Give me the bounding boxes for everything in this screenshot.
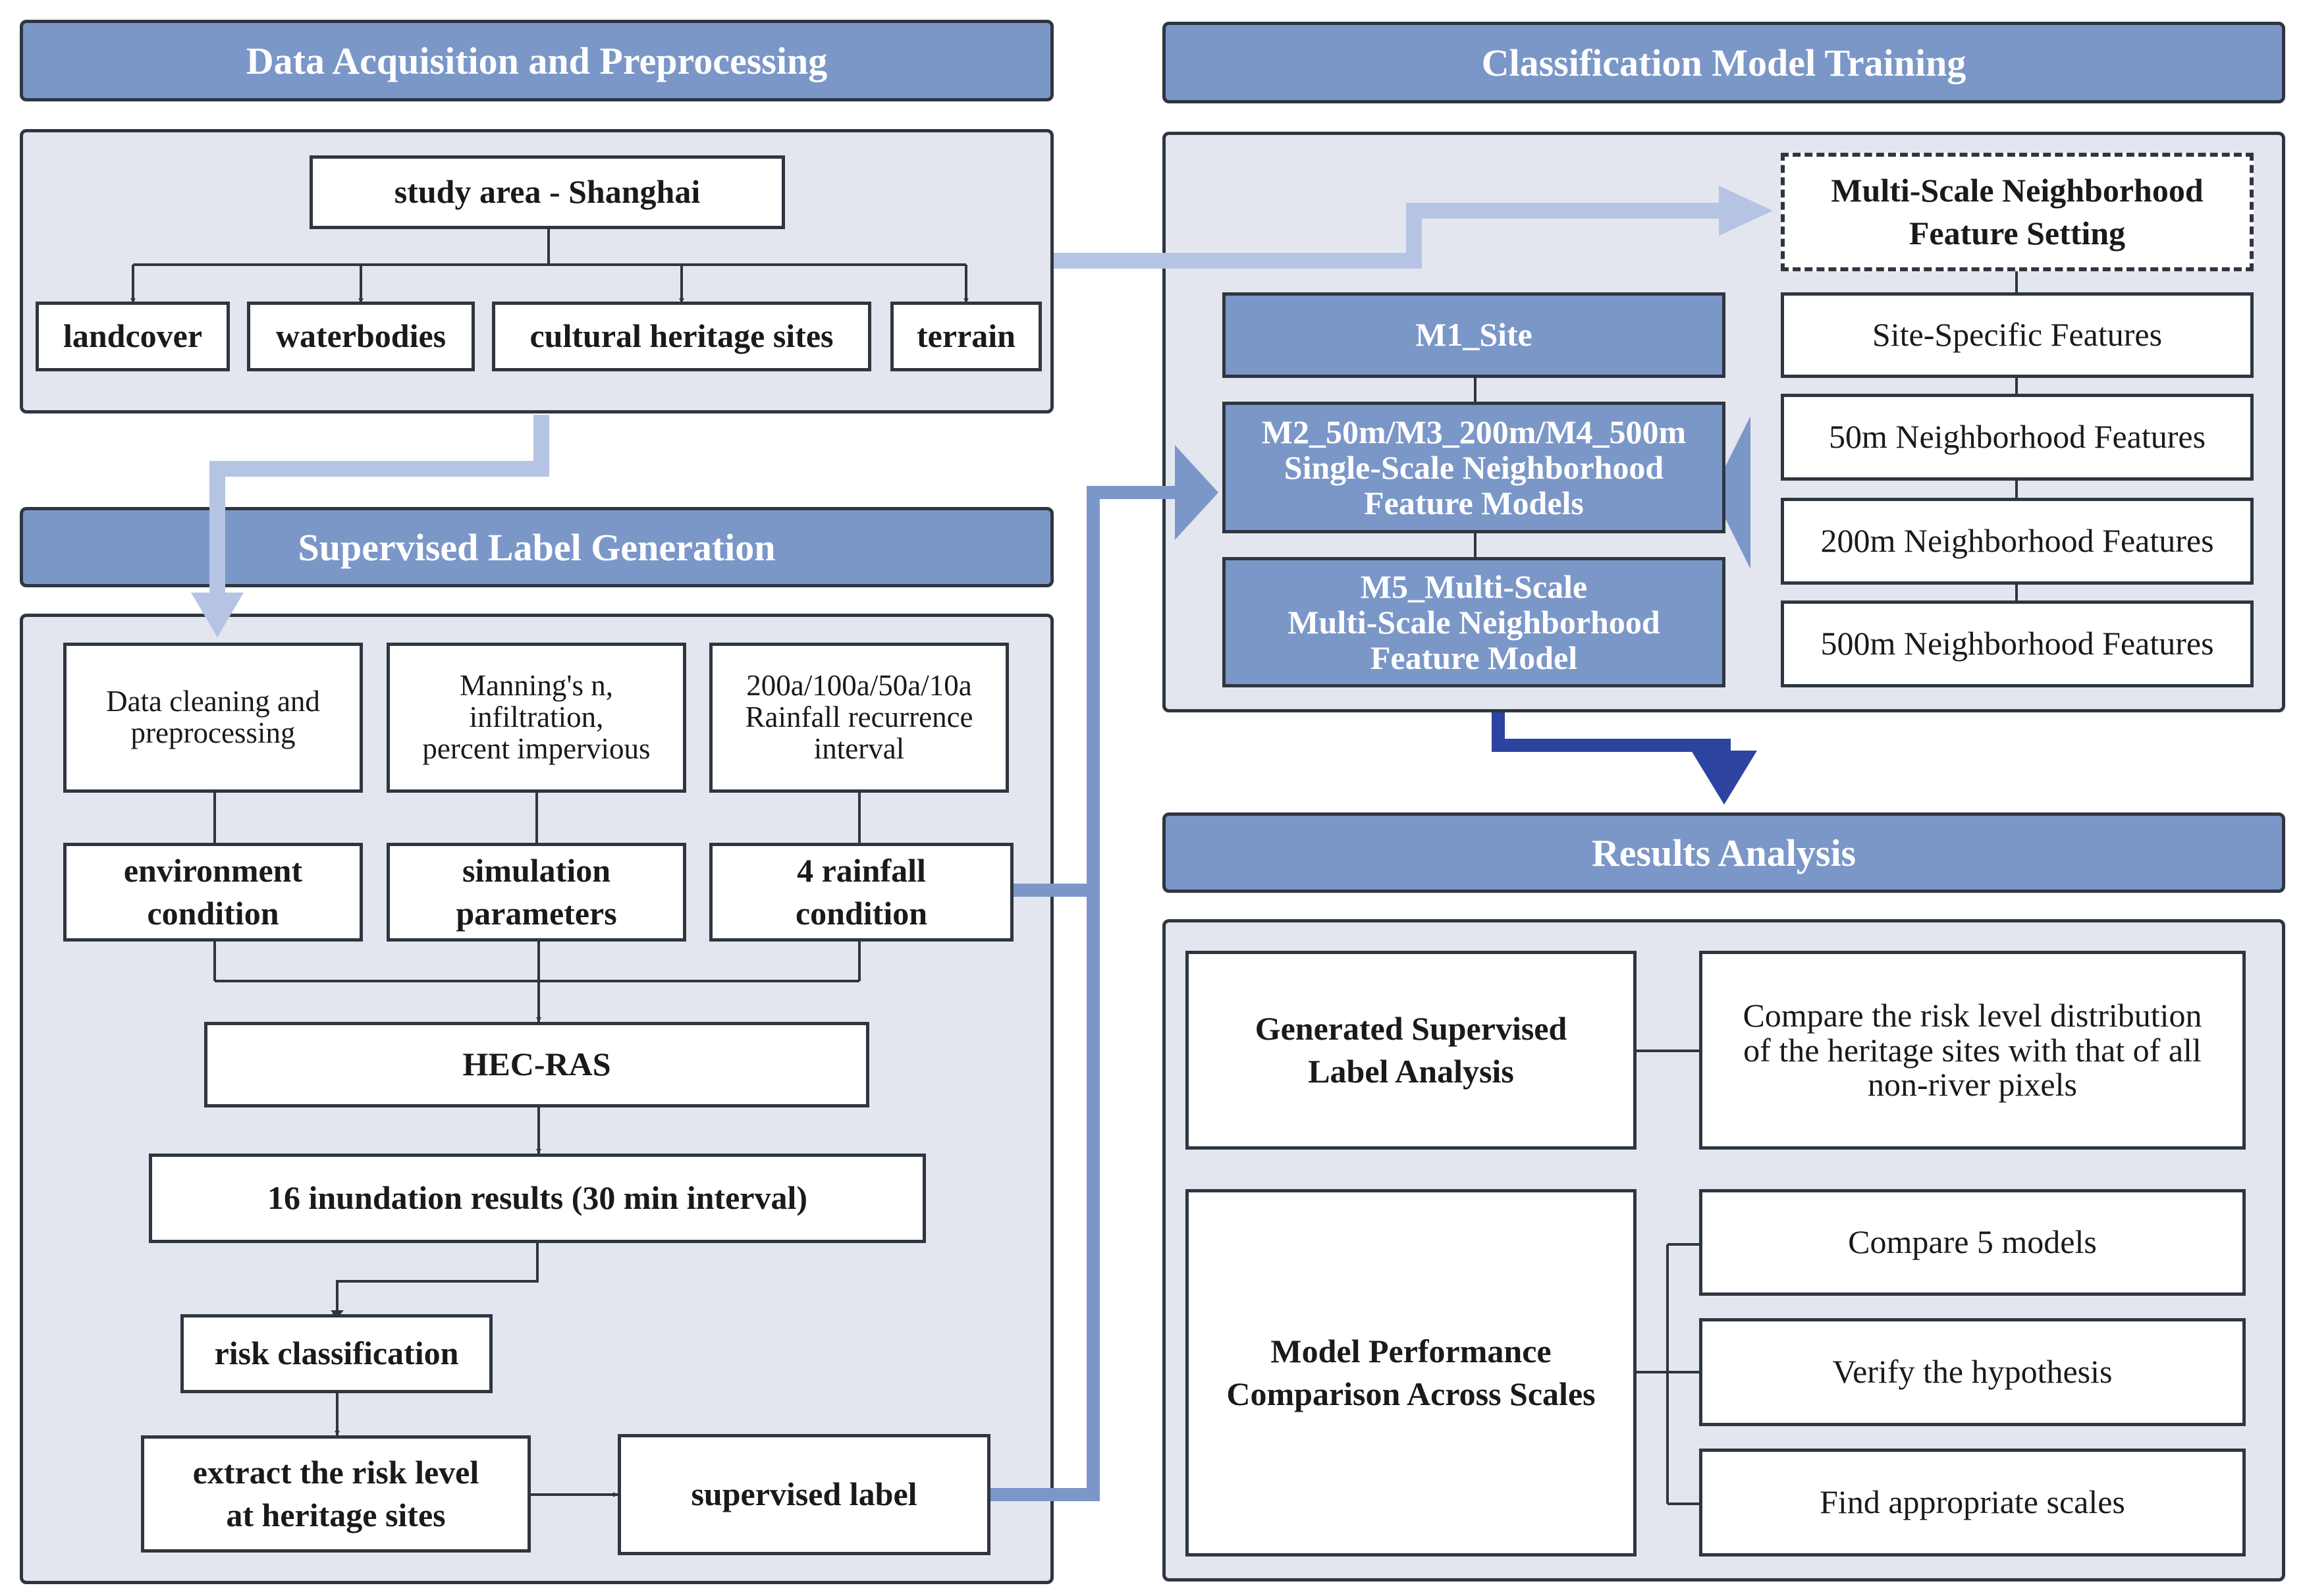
hec-ras-box: HEC-RAS xyxy=(204,1022,869,1107)
compare-5-models: Compare 5 models xyxy=(1699,1189,2246,1296)
study-area-box: study area - Shanghai xyxy=(310,155,785,229)
feature-500m: 500m Neighborhood Features xyxy=(1781,600,2254,687)
results-analysis-header: Results Analysis xyxy=(1162,812,2285,893)
label-generation-header: Supervised Label Generation xyxy=(20,507,1054,587)
input-terrain: terrain xyxy=(890,302,1042,371)
inundation-results-box: 16 inundation results (30 min interval) xyxy=(149,1154,926,1243)
note-simulation-params: Manning's n,infiltration,percent impervi… xyxy=(387,643,686,793)
feature-50m: 50m Neighborhood Features xyxy=(1781,394,2254,481)
risk-classification-box: risk classification xyxy=(180,1314,493,1393)
feature-200m: 200m Neighborhood Features xyxy=(1781,498,2254,585)
model-training-header: Classification Model Training xyxy=(1162,22,2285,103)
input-cultural-heritage-sites: cultural heritage sites xyxy=(492,302,871,371)
input-waterbodies: waterbodies xyxy=(247,302,475,371)
data-acquisition-header: Data Acquisition and Preprocessing xyxy=(20,20,1054,101)
feature-site-specific: Site-Specific Features xyxy=(1781,292,2254,378)
model-m1-site: M1_Site xyxy=(1222,292,1725,378)
verify-hypothesis: Verify the hypothesis xyxy=(1699,1318,2246,1426)
input-landcover: landcover xyxy=(36,302,230,371)
supervised-label-box: supervised label xyxy=(618,1434,990,1555)
find-appropriate-scales: Find appropriate scales xyxy=(1699,1449,2246,1556)
